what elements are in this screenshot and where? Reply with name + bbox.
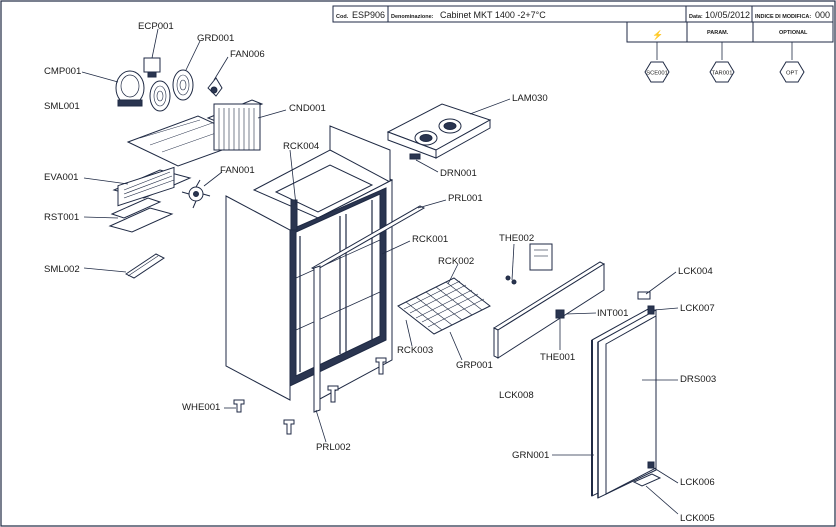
label-the001: THE001 bbox=[540, 352, 575, 363]
label-rck001: RCK001 bbox=[412, 234, 448, 245]
label-drs003: DRS003 bbox=[680, 374, 716, 385]
data-label: Data: bbox=[689, 14, 703, 20]
label-cmp001: CMP001 bbox=[44, 66, 81, 77]
opt-hexagon bbox=[779, 61, 805, 83]
sce-hexagon bbox=[644, 61, 670, 83]
label-lam030: LAM030 bbox=[512, 93, 548, 104]
label-rck003: RCK003 bbox=[397, 345, 433, 356]
part-labels: ECP001 GRD001 FAN006 CMP001 SML001 CND00… bbox=[44, 21, 716, 524]
denominazione-label: Denominazione: bbox=[391, 14, 434, 20]
label-lck004: LCK004 bbox=[678, 266, 713, 277]
label-cnd001: CND001 bbox=[289, 103, 326, 114]
indice-label: INDICE DI MODIFICA: bbox=[755, 14, 811, 20]
label-sml001: SML001 bbox=[44, 101, 80, 112]
optional-column-header: OPTIONAL bbox=[779, 30, 808, 36]
label-rst001: RST001 bbox=[44, 212, 79, 223]
label-lck007: LCK007 bbox=[680, 303, 715, 314]
label-ecp001: ECP001 bbox=[138, 21, 174, 32]
control-panel bbox=[492, 243, 606, 359]
compressor-assembly bbox=[108, 57, 264, 279]
label-eva001: EVA001 bbox=[44, 172, 79, 183]
feet bbox=[233, 357, 387, 435]
grid-shelf bbox=[397, 277, 491, 335]
sce-badge: SCE001 bbox=[646, 71, 668, 77]
tar-badge: TAR001 bbox=[712, 71, 733, 77]
denominazione-value: Cabinet MKT 1400 -2+7°C bbox=[440, 10, 546, 20]
door-assembly bbox=[591, 291, 662, 499]
top-panel-lam030 bbox=[386, 103, 492, 160]
cod-value: ESP906 bbox=[352, 10, 385, 20]
label-fan001: FAN001 bbox=[220, 165, 255, 176]
opt-badge: OPT bbox=[786, 71, 798, 77]
title-block: Cod. ESP906 Denominazione: Cabinet MKT 1… bbox=[332, 5, 834, 83]
label-prl001: PRL001 bbox=[448, 193, 483, 204]
label-rck002: RCK002 bbox=[438, 256, 474, 267]
label-fan006: FAN006 bbox=[230, 49, 265, 60]
electric-symbol-icon: ⚡ bbox=[652, 29, 663, 41]
label-rck004: RCK004 bbox=[283, 141, 320, 152]
param-column-header: PARAM. bbox=[707, 30, 729, 36]
leader-lines bbox=[81, 28, 679, 515]
cabinet-body bbox=[225, 125, 426, 435]
data-value: 10/05/2012 bbox=[705, 10, 750, 20]
indice-value: 000 bbox=[815, 10, 830, 20]
label-the002: THE002 bbox=[499, 233, 534, 244]
label-whe001: WHE001 bbox=[182, 402, 220, 413]
label-lck006: LCK006 bbox=[680, 477, 715, 488]
label-grn001: GRN001 bbox=[512, 450, 549, 461]
label-grp001: GRP001 bbox=[456, 360, 493, 371]
label-sml002: SML002 bbox=[44, 264, 80, 275]
tar-hexagon bbox=[709, 61, 735, 83]
label-lck008: LCK008 bbox=[499, 390, 534, 401]
label-int001: INT001 bbox=[597, 308, 628, 319]
label-prl002: PRL002 bbox=[316, 442, 351, 453]
label-grd001: GRD001 bbox=[197, 33, 234, 44]
cod-label: Cod. bbox=[336, 14, 349, 20]
label-lck005: LCK005 bbox=[680, 513, 715, 524]
label-drn001: DRN001 bbox=[440, 168, 477, 179]
